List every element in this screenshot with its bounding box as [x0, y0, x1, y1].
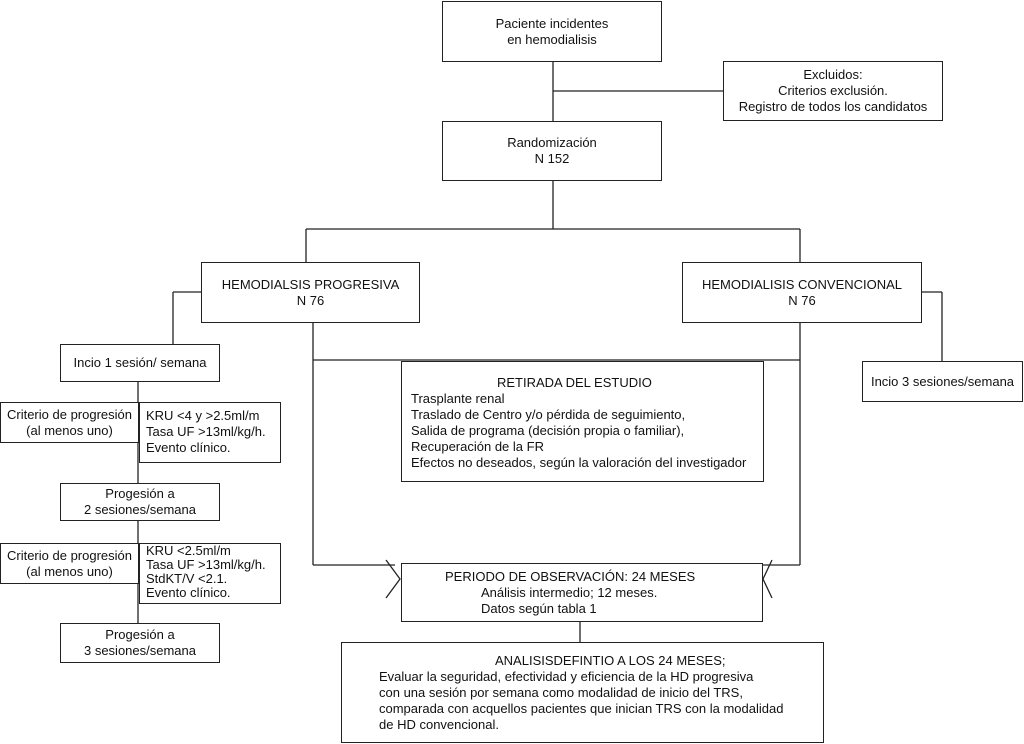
- excluded-line-3: Registro de todos los candidatos: [738, 99, 928, 114]
- excluded-box: Excluidos: Criterios exclusión. Registro…: [723, 61, 943, 121]
- criterion-2-label-line-1: Criterio de progresión: [6, 547, 132, 563]
- criterion-1-label-box: Criterio de progresión (al menos uno): [0, 402, 139, 443]
- randomization-line-1: Randomización: [507, 135, 597, 150]
- start-one-line: Incio 1 sesión/ semana: [73, 355, 207, 370]
- criterion-2-line-4: Evento clínico.: [146, 585, 231, 600]
- conventional-line-1: HEMODIALISIS CONVENCIONAL: [701, 276, 903, 292]
- criterion-2-box: KRU <2.5ml/m Tasa UF >13ml/kg/h. StdKT/V…: [139, 543, 281, 604]
- final-analysis-line-2: con una sesión por semana como modalidad…: [379, 685, 743, 700]
- observation-period-box: PERIODO DE OBSERVACIÓN: 24 MESES Análisi…: [401, 563, 763, 622]
- excluded-line-1: Excluidos:: [803, 67, 863, 82]
- withdrawal-title: RETIRADA DEL ESTUDIO: [497, 375, 652, 390]
- final-analysis-line-3: comparada con acquellos pacientes que in…: [379, 701, 784, 716]
- progression-3-box: Progesión a 3 sesiones/semana: [60, 623, 220, 663]
- criterion-1-label-line-2: (al menos uno): [26, 422, 113, 438]
- progression-2-box: Progesión a 2 sesiones/semana: [60, 483, 220, 521]
- criterion-2-line-3: StdKT/V <2.1.: [146, 571, 228, 586]
- observation-title: PERIODO DE OBSERVACIÓN: 24 MESES: [445, 569, 696, 584]
- incident-patients-box: Paciente incidentes en hemodialisis: [442, 1, 662, 62]
- progression-2-line-1: Progesión a: [105, 486, 175, 501]
- incident-line-1: Paciente incidentes: [495, 15, 609, 31]
- observation-line-1: Análisis intermedio; 12 meses.: [481, 585, 658, 600]
- final-analysis-line-1: Evaluar la seguridad, efectividad y efic…: [379, 669, 754, 684]
- conventional-hd-box: HEMODIALISIS CONVENCIONAL N 76: [682, 262, 922, 323]
- criterion-1-line-3: Evento clínico.: [146, 440, 231, 455]
- criterion-1-label-line-1: Criterio de progresión: [6, 406, 132, 422]
- final-analysis-box: ANALISISDEFINTIO A LOS 24 MESES; Evaluar…: [341, 642, 824, 743]
- progressive-line-2: N 76: [296, 292, 325, 308]
- conventional-line-2: N 76: [788, 292, 816, 308]
- start-three-line: Incio 3 sesiones/semana: [870, 373, 1015, 389]
- excluded-line-2: Criterios exclusión.: [778, 83, 888, 98]
- progression-3-line-1: Progesión a: [105, 627, 175, 642]
- progression-3-line-2: 3 sesiones/semana: [83, 643, 196, 658]
- criterion-2-line-2: Tasa UF >13ml/kg/h.: [146, 557, 266, 572]
- randomization-line-2: N 152: [534, 151, 570, 166]
- criterion-1-line-2: Tasa UF >13ml/kg/h.: [146, 424, 266, 439]
- criterion-2-label-line-2: (al menos uno): [26, 563, 113, 579]
- randomization-box: Randomización N 152: [442, 121, 662, 181]
- progressive-line-1: HEMODIALSIS PROGRESIVA: [221, 276, 400, 292]
- progressive-hd-box: HEMODIALSIS PROGRESIVA N 76: [201, 262, 420, 323]
- progression-2-line-2: 2 sesiones/semana: [83, 502, 196, 517]
- criterion-2-line-1: KRU <2.5ml/m: [146, 543, 231, 558]
- withdrawal-line-5: Efectos no deseados, según la valoración…: [411, 455, 747, 470]
- incident-line-2: en hemodialisis: [507, 31, 597, 47]
- start-three-sessions-box: Incio 3 sesiones/semana: [862, 361, 1023, 402]
- withdrawal-line-2: Traslado de Centro y/o pérdida de seguim…: [411, 407, 686, 422]
- criterion-2-label-box: Criterio de progresión (al menos uno): [0, 543, 139, 584]
- start-one-session-box: Incio 1 sesión/ semana: [60, 344, 220, 382]
- withdrawal-line-4: Recuperación de la FR: [411, 439, 544, 454]
- withdrawal-line-1: Trasplante renal: [411, 391, 505, 406]
- withdrawal-box: RETIRADA DEL ESTUDIO Trasplante renal Tr…: [401, 361, 764, 482]
- withdrawal-line-3: Salida de programa (decisión propia o fa…: [411, 423, 685, 438]
- final-analysis-line-4: de HD convencional.: [379, 717, 499, 732]
- final-analysis-title: ANALISISDEFINTIO A LOS 24 MESES;: [495, 653, 726, 668]
- observation-line-2: Datos según tabla 1: [481, 601, 597, 616]
- criterion-1-line-1: KRU <4 y >2.5ml/m: [146, 408, 260, 423]
- criterion-1-box: KRU <4 y >2.5ml/m Tasa UF >13ml/kg/h. Ev…: [139, 402, 281, 463]
